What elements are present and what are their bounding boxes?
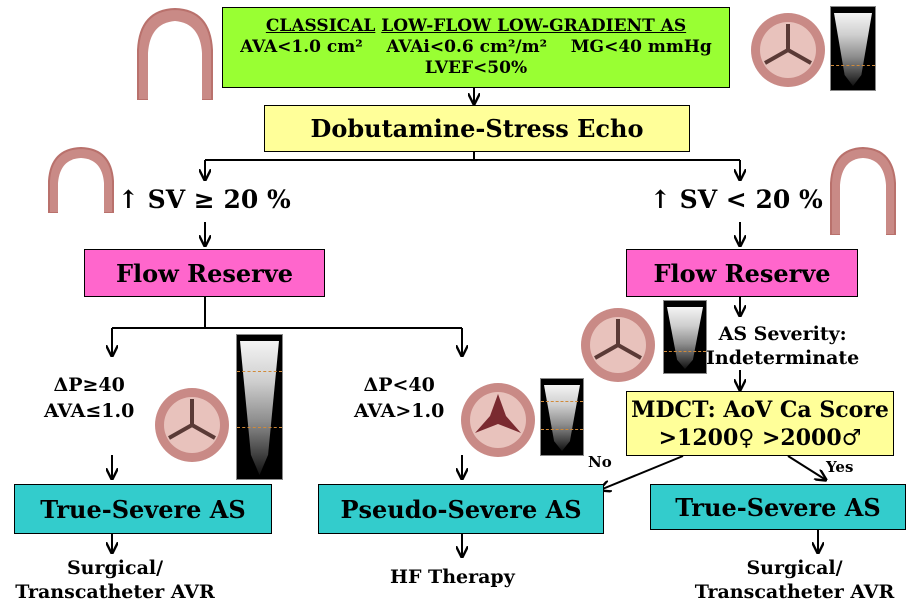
pseudo-severe-dp: ΔP<40 xyxy=(363,374,435,396)
top-box-criteria-row: AVA<1.0 cm² AVAi<0.6 cm²/m² MG<40 mmHg xyxy=(240,37,712,58)
as-severity-line1: AS Severity: xyxy=(718,323,847,345)
yes-label: Yes xyxy=(826,458,854,476)
arrow-mdct-yes xyxy=(787,455,826,480)
true-severe-right-box: True-Severe AS xyxy=(650,484,906,530)
mdct-line2: >1200♀ >2000♂ xyxy=(658,424,862,451)
mdct-line1: MDCT: AoV Ca Score xyxy=(631,396,889,423)
true-severe-dp: ΔP≥40 xyxy=(53,374,125,396)
title-lflg: LOW-FLOW LOW-GRADIENT AS xyxy=(381,16,687,36)
mdct-box: MDCT: AoV Ca Score >1200♀ >2000♂ xyxy=(626,391,894,456)
avr-right-line1: Surgical/ xyxy=(746,557,843,579)
doppler-trace-icon xyxy=(236,334,283,480)
doppler-trace-icon xyxy=(830,6,876,91)
aortic-valve-stenotic-icon xyxy=(155,388,229,462)
doppler-trace-icon xyxy=(540,378,584,456)
no-label: No xyxy=(588,453,612,471)
avr-right-line2: Transcatheter AVR xyxy=(694,581,895,603)
right-branch-condition: ↑ SV < 20 % xyxy=(650,185,823,214)
lv-apex-icon xyxy=(48,146,114,213)
lv-apex-icon xyxy=(137,7,213,100)
avr-left-treatment: Surgical/ Transcatheter AVR xyxy=(0,556,230,604)
lv-apex-icon xyxy=(830,146,896,235)
aortic-valve-open-icon xyxy=(751,13,825,87)
criteria-mg: MG<40 mmHg xyxy=(570,37,712,57)
title-classical: CLASSICAL xyxy=(265,16,376,36)
avr-left-line2: Transcatheter AVR xyxy=(15,581,215,603)
criteria-ava: AVA<1.0 cm² xyxy=(240,37,363,57)
criteria-lvef: LVEF<50% xyxy=(424,58,528,78)
classical-lflg-box: CLASSICAL LOW-FLOW LOW-GRADIENT AS AVA<1… xyxy=(222,7,730,88)
pseudo-severe-box: Pseudo-Severe AS xyxy=(318,484,604,534)
true-severe-criteria: ΔP≥40 AVA≤1.0 xyxy=(44,372,134,424)
hf-therapy-text: HF Therapy xyxy=(390,566,515,588)
left-branch-condition: ↑ SV ≥ 20 % xyxy=(118,185,291,214)
as-severity-text: AS Severity: Indeterminate xyxy=(706,322,859,370)
criteria-avai: AVAi<0.6 cm²/m² xyxy=(386,37,548,57)
pseudo-severe-ava: AVA>1.0 xyxy=(354,400,445,422)
aortic-valve-open-icon xyxy=(461,383,535,457)
flow-reserve-right-box: Flow Reserve xyxy=(626,249,858,297)
doppler-trace-icon xyxy=(663,300,707,374)
flow-reserve-left-box: Flow Reserve xyxy=(84,249,325,297)
as-severity-line2: Indeterminate xyxy=(706,347,860,369)
pseudo-severe-criteria: ΔP<40 AVA>1.0 xyxy=(354,372,444,424)
true-severe-ava: AVA≤1.0 xyxy=(44,400,135,422)
aortic-valve-open-icon xyxy=(581,308,655,382)
arrow-mdct-no xyxy=(600,455,684,490)
top-box-title-row: CLASSICAL LOW-FLOW LOW-GRADIENT AS xyxy=(266,16,686,37)
avr-right-treatment: Surgical/ Transcatheter AVR xyxy=(680,556,909,604)
true-severe-left-box: True-Severe AS xyxy=(14,484,272,534)
dobutamine-stress-echo-box: Dobutamine-Stress Echo xyxy=(264,105,690,152)
avr-left-line1: Surgical/ xyxy=(66,557,164,579)
